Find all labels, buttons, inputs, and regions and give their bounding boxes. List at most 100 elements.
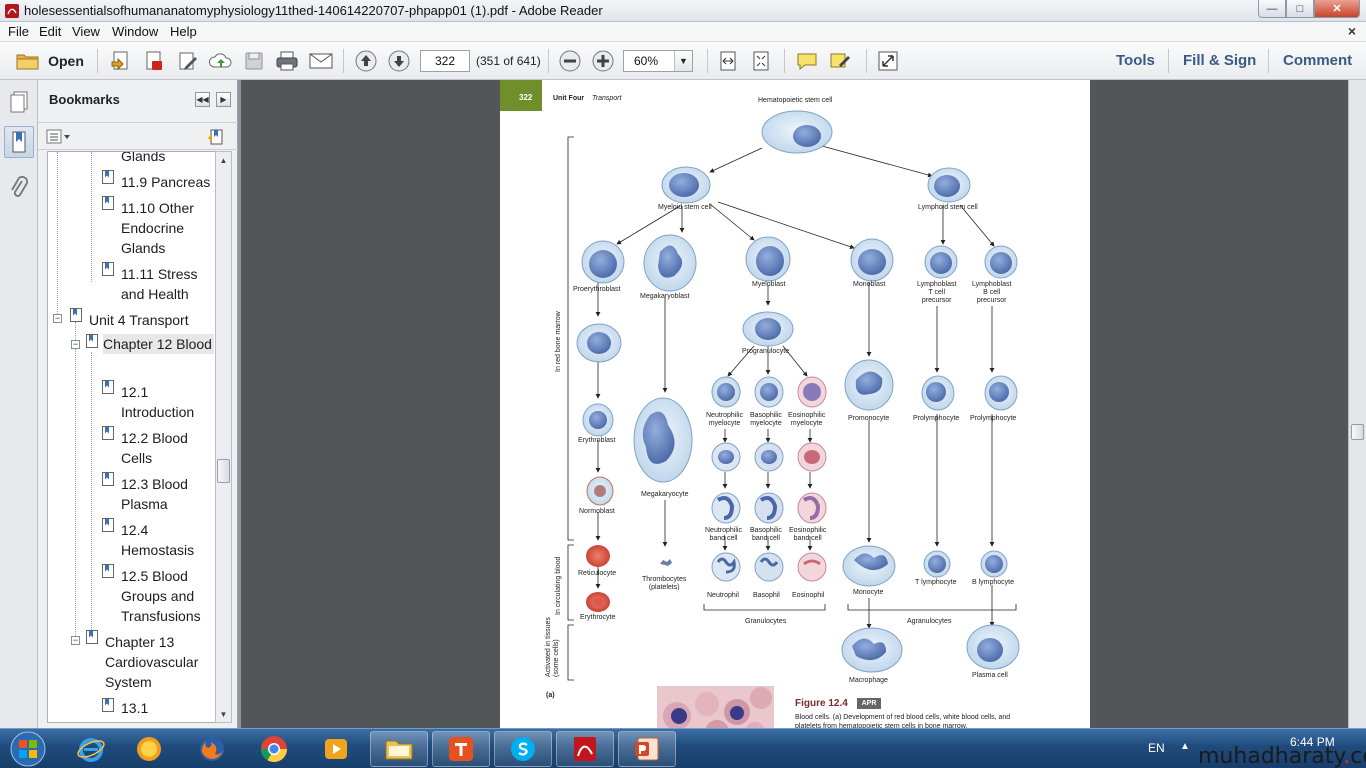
start-button[interactable] [2,730,54,768]
tools-pane-button[interactable]: Tools [1116,52,1155,69]
taskbar-t-app[interactable] [432,731,490,767]
bookmark-item-unit-4[interactable]: Unit 4 Transport [89,310,221,330]
fit-page-button[interactable] [714,48,742,74]
bookmark-item[interactable]: 12.4 Hemostasis [121,520,221,560]
highlight-button[interactable] [826,48,854,74]
bookmark-item-chapter-13[interactable]: Chapter 13 Cardiovascular System [105,632,221,692]
new-bookmark-icon[interactable] [206,128,226,146]
label-prolymphocyte-t: Prolymphocyte [913,415,960,422]
label-baso-band: Basophilic band cell [750,527,782,542]
zoom-out-button[interactable] [556,48,584,74]
zoom-select[interactable]: 60% ▼ [623,50,693,72]
page-number-input[interactable] [420,50,470,72]
menu-window[interactable]: Window [112,24,159,39]
page-number-tab: 322 [500,80,542,111]
minimize-button[interactable]: — [1258,0,1286,18]
taskbar-powerpoint[interactable] [618,731,676,767]
collapse-toggle-icon[interactable]: − [71,635,80,645]
figure-caption: Blood cells. (a) Development of red bloo… [795,714,1011,728]
bookmark-item[interactable]: 13.1 Introduction [121,698,221,722]
bookmark-item[interactable]: 12.1 Introduction [121,382,221,422]
zoom-in-button[interactable] [589,48,617,74]
scroll-up-icon[interactable]: ▲ [219,155,228,165]
bookmarks-scrollbar[interactable]: ▲ ▼ [215,151,232,723]
export-pdf-button[interactable] [140,48,168,74]
document-scrollbar[interactable] [1348,80,1366,728]
bookmark-item[interactable]: 12.2 Blood Cells [121,428,221,468]
bookmark-item[interactable]: 11.9 Pancreas [121,172,221,192]
maximize-button[interactable]: □ [1286,0,1314,18]
collapse-toggle-icon[interactable]: − [53,313,62,323]
fill-sign-pane-button[interactable]: Fill & Sign [1183,52,1257,69]
label-circulating-blood: In circulating blood [555,556,562,615]
taskbar-media-player[interactable] [307,731,365,767]
scrollbar-thumb[interactable] [1351,424,1364,440]
tray-expand-icon[interactable]: ▲ [1180,741,1190,752]
window-title: holesessentialsofhumananatomyphysiology1… [24,3,603,18]
comment-pane-button[interactable]: Comment [1283,52,1353,69]
edit-pdf-button[interactable] [174,48,202,74]
taskbar-internet-explorer[interactable] [62,731,120,767]
tree-connector [91,352,92,632]
taskbar-firefox[interactable] [183,731,241,767]
label-b-lymphocyte: B lymphocyte [972,579,1015,586]
create-pdf-button[interactable] [107,48,135,74]
input-language[interactable]: EN [1148,741,1165,755]
print-button[interactable] [272,48,302,74]
pane-splitter[interactable] [238,80,241,728]
tree-connector [57,152,58,322]
save-button[interactable] [240,48,268,74]
previous-page-button[interactable] [352,48,380,74]
email-button[interactable] [306,48,336,74]
bookmark-item[interactable]: Glands [121,152,221,166]
document-view[interactable]: 322 Unit Four Transport [241,80,1348,728]
taskbar-file-explorer[interactable] [370,731,428,767]
firefox-icon [200,737,224,761]
pane-options-icon[interactable]: ▶ [216,92,231,107]
menu-help[interactable]: Help [170,24,197,39]
bookmarks-pane-button[interactable] [4,126,34,158]
menu-edit[interactable]: Edit [39,24,62,39]
bookmarks-header: Bookmarks ◀◀ ▶ [38,80,238,120]
page-thumbnails-button[interactable] [4,86,34,118]
bookmark-label: 13.1 Introduction [121,700,194,722]
bookmark-item[interactable]: 11.11 Stress and Health [121,264,221,304]
figure-title: Figure 12.4 [795,698,848,709]
unit-subheading: Transport [592,95,622,102]
menu-view[interactable]: View [72,24,100,39]
label-neut-band: Neutrophilic band cell [705,527,742,542]
bookmark-ribbon-icon [12,131,26,153]
open-label: Open [48,53,84,69]
label-myeloid: Myeloid stem cell [658,204,712,211]
bookmark-item-chapter-12[interactable]: Chapter 12 Blood [103,334,214,354]
taskbar-chrome[interactable] [245,731,303,767]
fullscreen-button[interactable] [874,48,902,74]
taskbar-sun-app[interactable] [120,731,178,767]
open-button[interactable]: Open [8,48,92,74]
scroll-down-icon[interactable]: ▼ [219,709,228,719]
bookmark-item[interactable]: 12.5 Blood Groups and Transfusions [121,566,221,626]
fit-window-button[interactable] [747,48,775,74]
scrollbar-thumb[interactable] [217,459,230,483]
next-page-button[interactable] [385,48,413,74]
bookmark-item[interactable]: 12.3 Blood Plasma [121,474,221,514]
title-bar: holesessentialsofhumananatomyphysiology1… [0,0,1366,22]
collapse-pane-icon[interactable]: ◀◀ [195,92,210,107]
attachments-button[interactable] [4,172,34,204]
clock-time[interactable]: 6:44 PM [1290,735,1335,749]
options-menu-icon[interactable] [46,129,72,145]
folder-icon [16,54,39,70]
close-button[interactable]: ✕ [1314,0,1360,18]
bookmark-icon [102,518,114,532]
taskbar-skype[interactable] [494,731,552,767]
chevron-down-icon[interactable]: ▼ [674,51,692,71]
label-basophil: Basophil [753,592,780,599]
bookmark-item[interactable]: 11.10 Other Endocrine Glands [121,198,221,258]
collapse-toggle-icon[interactable]: − [71,339,80,349]
page-thumbnails-icon [10,91,28,113]
upload-button[interactable] [207,48,235,74]
close-document-icon[interactable]: × [1347,23,1356,39]
menu-file[interactable]: File [8,24,29,39]
taskbar-adobe-reader[interactable] [556,731,614,767]
sticky-note-button[interactable] [793,48,821,74]
